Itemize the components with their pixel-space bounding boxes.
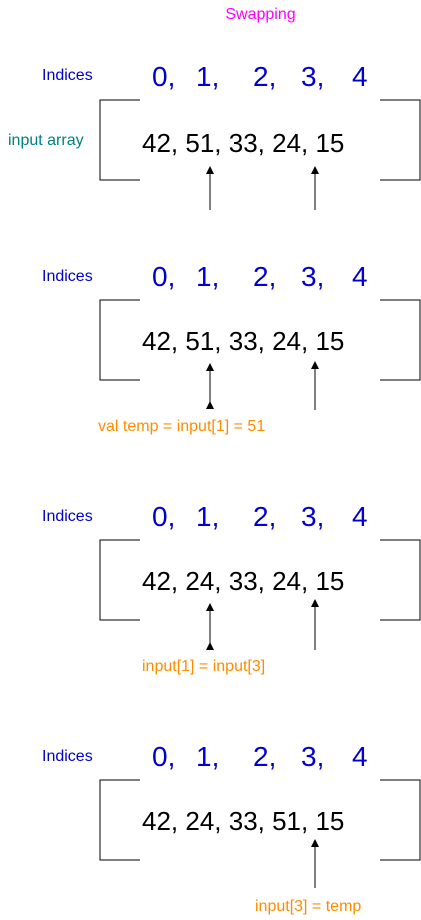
indices-label: Indices [42,508,93,525]
indices-label: Indices [42,268,93,285]
index-2: 2, [253,501,277,532]
step-caption: val temp = input[1] = 51 [98,418,266,435]
index-4: 4 [352,261,368,292]
left-bracket [99,299,140,381]
index-0: 0, [152,501,176,532]
index-1: 1, [196,501,220,532]
index-4: 4 [352,61,368,92]
array-values: 42, 51, 33, 24, 15 [142,128,345,158]
index-3: 3, [301,261,325,292]
step-caption: input[1] = input[3] [142,658,266,675]
array-values: 42, 24, 33, 24, 15 [142,566,345,596]
right-bracket [380,539,421,621]
left-bracket [99,99,140,181]
index-4: 4 [352,741,368,772]
index-3: 3, [301,61,325,92]
right-bracket [380,299,421,381]
index-2: 2, [253,741,277,772]
array-values: 42, 51, 33, 24, 15 [142,326,345,356]
index-1: 1, [196,741,220,772]
right-bracket [380,779,421,861]
index-0: 0, [152,741,176,772]
array-values: 42, 24, 33, 51, 15 [142,806,345,836]
right-bracket [380,99,421,181]
left-bracket [99,779,140,861]
input-array-label: input array [8,132,84,149]
index-1: 1, [196,61,220,92]
index-4: 4 [352,501,368,532]
diagram-title: Swapping [225,6,296,23]
indices-label: Indices [42,67,93,84]
index-0: 0, [152,61,176,92]
step-caption: input[3] = temp [255,898,362,915]
indices-label: Indices [42,748,93,765]
index-3: 3, [301,501,325,532]
index-2: 2, [253,61,277,92]
index-1: 1, [196,261,220,292]
index-0: 0, [152,261,176,292]
left-bracket [99,539,140,621]
index-3: 3, [301,741,325,772]
index-2: 2, [253,261,277,292]
